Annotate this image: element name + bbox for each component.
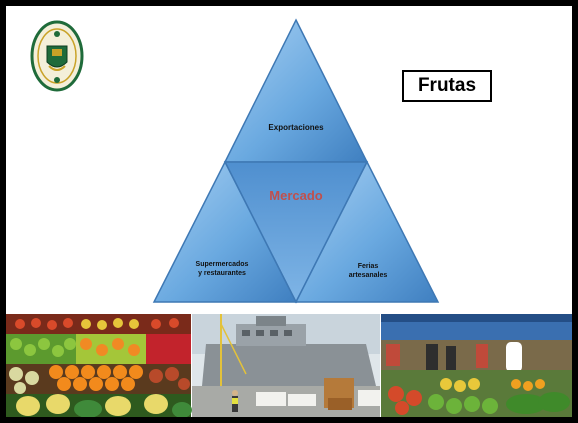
triangle-right (294, 160, 440, 303)
triangle-left (152, 160, 298, 303)
market-fair-photo (381, 314, 572, 417)
market-pyramid-diagram: Exportaciones Mercado Supermercados y re… (152, 18, 440, 304)
slide-canvas: Frutas Exportaciones (6, 6, 572, 417)
label-ferias-line1: Ferias (358, 263, 379, 270)
university-logo (30, 20, 84, 92)
fruit-stand-photo (6, 314, 192, 417)
label-ferias-line2: artesanales (349, 272, 388, 279)
photo-strip (6, 314, 572, 417)
label-supermercados-line1: Supermercados (196, 261, 249, 268)
label-mercado: Mercado (269, 188, 323, 203)
slide-title: Frutas (402, 70, 492, 102)
port-ship-photo (192, 314, 380, 417)
label-exportaciones: Exportaciones (268, 123, 324, 132)
label-supermercados-line2: y restaurantes (198, 270, 246, 277)
triangle-top (223, 18, 369, 163)
